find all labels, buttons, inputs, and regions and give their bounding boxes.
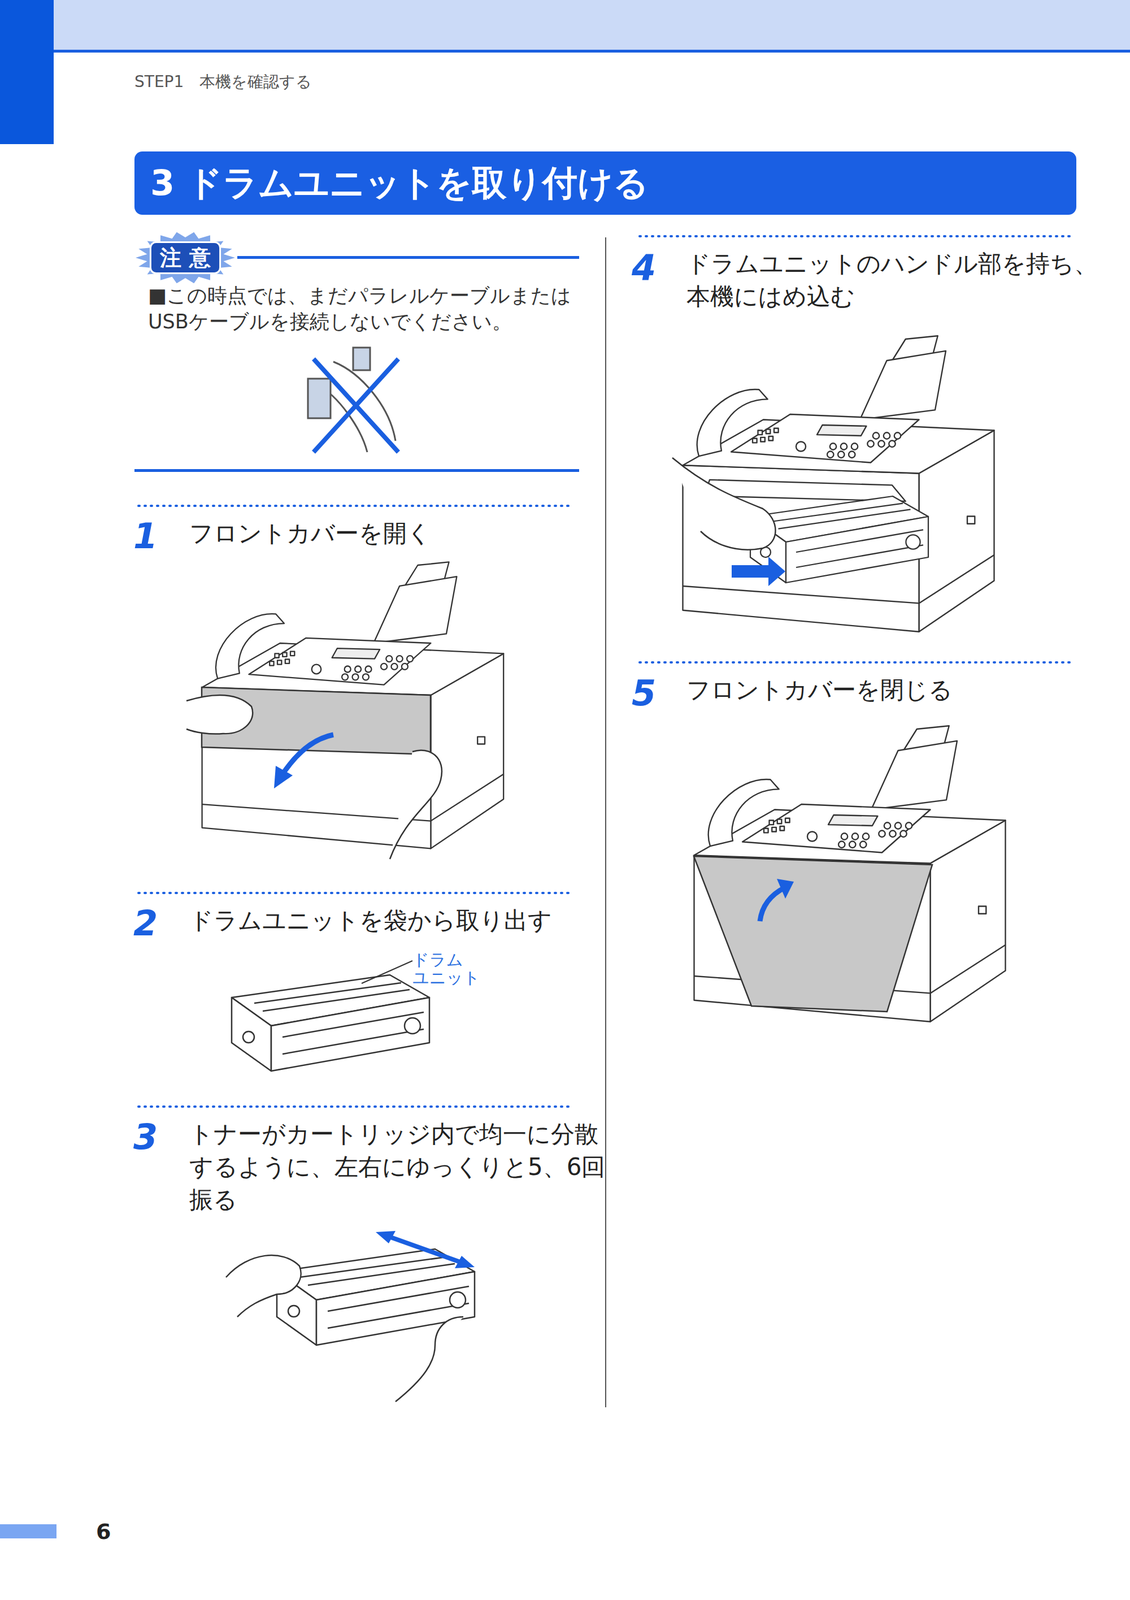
header-band-part [0, 49, 1130, 53]
step5-illustration-part [694, 725, 1006, 1021]
step-text: フロントカバーを開く [189, 516, 580, 550]
step3-illustration-part [395, 1316, 464, 1402]
step4-illustration-part [683, 335, 995, 632]
step2-drum-illustration-part [361, 960, 413, 984]
step-text: トナーがカートリッジ内で均一に分散 するように、左右にゆっくりと5、6回 振る [189, 1117, 619, 1216]
caution-rule-part [134, 468, 580, 472]
step3-illustration [226, 1230, 475, 1402]
step2-drum-illustration-part [231, 974, 430, 1071]
step-separators-part [639, 235, 1074, 238]
caution-rule-part [237, 255, 580, 259]
header-band-part [0, 0, 54, 145]
badge-text: 注 意 [135, 231, 236, 284]
step-separators-part [639, 661, 1074, 664]
no-cable-icon-part [313, 358, 399, 452]
page-number: 6 [96, 1518, 142, 1544]
no-cable-icon-part [353, 347, 371, 371]
step3-illustration-part [454, 1255, 475, 1268]
step-number: 3 [133, 1119, 173, 1155]
step-number: 4 [631, 250, 672, 286]
step2-drum-illustration [231, 960, 430, 1071]
caution-text: ■この時点では、まだパラレルケーブルまたは USBケーブルを接続しないでください… [148, 282, 595, 335]
step3-illustration-part [375, 1230, 396, 1243]
step1-illustration-part [389, 749, 442, 859]
running-header: STEP1 本機を確認する [134, 71, 530, 93]
step-text: ドラムユニットのハンドル部を持ち、 本機にはめ込む [686, 247, 1116, 314]
step5-illustration-part [759, 887, 786, 921]
part-label: ドラム ユニット [412, 950, 486, 987]
caution-badge: 注 意 [135, 231, 236, 284]
column-divider [605, 237, 607, 1407]
step4-illustration-part [768, 556, 786, 586]
step1-illustration-part [274, 765, 293, 789]
step3-illustration-part [384, 1234, 464, 1263]
step4-illustration-part [672, 457, 776, 550]
step1-illustration-part [186, 694, 253, 734]
header-band-part [0, 0, 1130, 51]
burst-shape [135, 232, 236, 284]
header-band [0, 0, 1130, 145]
step-text: ドラムユニットを袋から取り出す [189, 904, 580, 937]
step1-illustration-part [282, 734, 334, 775]
step4-illustration-part [731, 565, 772, 578]
no-cable-icon-part [307, 378, 331, 419]
step5-illustration [693, 725, 1006, 1021]
step-separators-part [138, 504, 574, 507]
step-separators-part [138, 891, 574, 894]
step-text: フロントカバーを閉じる [686, 673, 1077, 707]
step5-illustration-part [776, 878, 794, 899]
step3-illustration-part [226, 1254, 302, 1317]
step-separators-part [138, 1105, 574, 1108]
section-title: 3 ドラムユニットを取り付ける [134, 151, 1077, 215]
step5-illustration-part [693, 855, 933, 1012]
page-number-bar [0, 1523, 57, 1538]
step-number: 1 [133, 518, 173, 554]
step-number: 2 [133, 905, 173, 941]
step1-illustration [186, 561, 504, 859]
no-cable-icon-part [313, 358, 399, 452]
step4-illustration [672, 335, 995, 632]
step-number: 5 [631, 675, 672, 711]
no-cable-icon [307, 347, 399, 452]
